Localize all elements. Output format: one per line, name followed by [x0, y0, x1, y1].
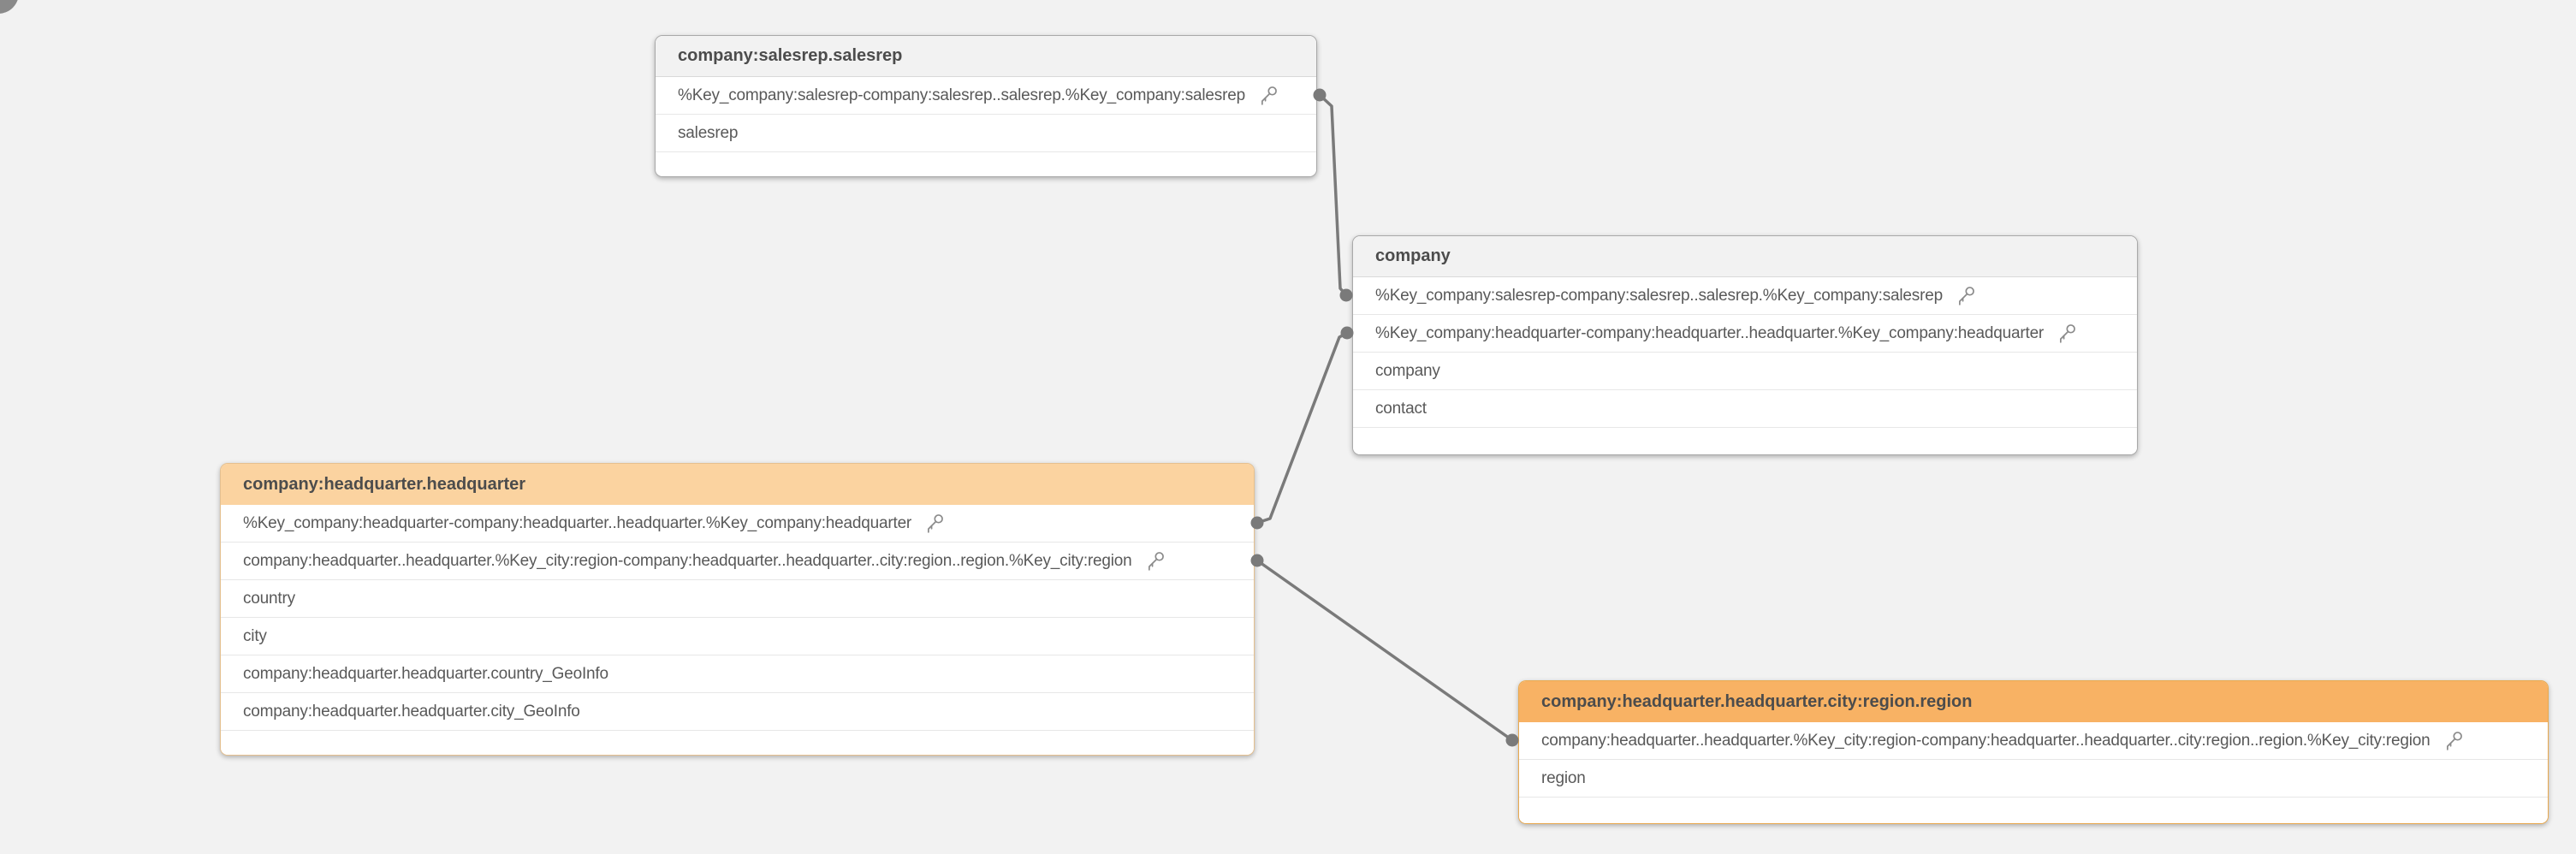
- field-name: city: [243, 626, 267, 645]
- field-row[interactable]: %Key_company:salesrep-company:salesrep..…: [1353, 277, 2137, 315]
- table-header[interactable]: company: [1353, 236, 2137, 277]
- field-name: company:headquarter.headquarter.country_…: [243, 664, 608, 683]
- key-icon: [928, 514, 943, 533]
- field-name: salesrep: [678, 123, 739, 142]
- key-icon: [2060, 324, 2075, 343]
- field-row[interactable]: company: [1353, 353, 2137, 390]
- model-table-region[interactable]: company:headquarter.headquarter.city:reg…: [1518, 680, 2549, 824]
- field-row[interactable]: company:headquarter..headquarter.%Key_ci…: [221, 543, 1254, 580]
- key-icon: [1958, 287, 1974, 305]
- field-row[interactable]: country: [221, 580, 1254, 618]
- field-row[interactable]: %Key_company:headquarter-company:headqua…: [1353, 315, 2137, 353]
- field-name: %Key_company:salesrep-company:salesrep..…: [678, 86, 1245, 104]
- table-title: company: [1375, 246, 1451, 265]
- field-name: contact: [1375, 399, 1427, 418]
- field-name: company:headquarter..headquarter.%Key_ci…: [1541, 731, 2431, 750]
- model-table-company[interactable]: company %Key_company:salesrep-company:sal…: [1352, 235, 2138, 455]
- field-row[interactable]: company:headquarter.headquarter.country_…: [221, 655, 1254, 693]
- model-table-salesrep[interactable]: company:salesrep.salesrep %Key_company:sa…: [655, 35, 1317, 177]
- connector-dot: [1339, 288, 1353, 302]
- key-icon: [1261, 86, 1277, 105]
- field-name: region: [1541, 768, 1586, 787]
- field-name: %Key_company:headquarter-company:headqua…: [1375, 323, 2045, 342]
- field-name: %Key_company:salesrep-company:salesrep..…: [1375, 286, 1943, 305]
- field-name: %Key_company:headquarter-company:headqua…: [243, 513, 912, 532]
- table-title: company:salesrep.salesrep: [678, 46, 903, 65]
- corner-decor-circle: [0, 0, 18, 14]
- field-row[interactable]: city: [221, 618, 1254, 655]
- key-icon: [1148, 552, 1164, 571]
- field-row[interactable]: region: [1519, 760, 2548, 798]
- table-title: company:headquarter.headquarter.city:reg…: [1541, 691, 1973, 711]
- connector-line: [1256, 331, 1348, 525]
- connector-dot: [1505, 733, 1519, 747]
- empty-row: [1353, 428, 2137, 454]
- field-row[interactable]: %Key_company:headquarter-company:headqua…: [221, 505, 1254, 543]
- field-name: company:headquarter..headquarter.%Key_ci…: [243, 551, 1132, 570]
- field-row[interactable]: company:headquarter..headquarter.%Key_ci…: [1519, 722, 2548, 760]
- table-header[interactable]: company:headquarter.headquarter.city:reg…: [1519, 681, 2548, 722]
- field-name: company: [1375, 361, 1440, 380]
- field-name: country: [243, 589, 295, 608]
- table-header[interactable]: company:headquarter.headquarter: [221, 464, 1254, 505]
- table-header[interactable]: company:salesrep.salesrep: [656, 36, 1316, 77]
- empty-row: [221, 731, 1254, 755]
- field-row[interactable]: %Key_company:salesrep-company:salesrep..…: [656, 77, 1316, 115]
- connector-line: [1318, 93, 1348, 297]
- field-row[interactable]: company:headquarter.headquarter.city_Geo…: [221, 693, 1254, 731]
- empty-row: [656, 152, 1316, 176]
- field-row[interactable]: salesrep: [656, 115, 1316, 152]
- connector-line: [1255, 559, 1514, 742]
- field-name: company:headquarter.headquarter.city_Geo…: [243, 702, 580, 721]
- model-table-headquarter[interactable]: company:headquarter.headquarter %Key_comp…: [220, 463, 1255, 756]
- field-row[interactable]: contact: [1353, 390, 2137, 428]
- table-title: company:headquarter.headquarter: [243, 474, 526, 494]
- empty-row: [1519, 798, 2548, 823]
- key-icon: [2446, 732, 2462, 750]
